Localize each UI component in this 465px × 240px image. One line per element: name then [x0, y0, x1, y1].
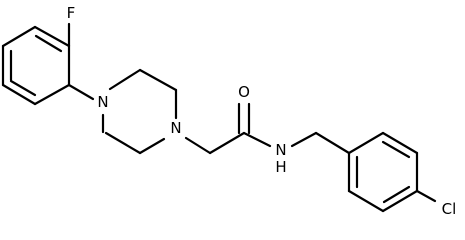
double-bond	[9, 79, 37, 97]
bond	[108, 68, 142, 91]
bond	[138, 68, 178, 92]
bond	[381, 131, 419, 155]
bond	[104, 131, 142, 155]
bond	[290, 131, 318, 148]
bond	[415, 189, 437, 203]
oxygen-label: O	[238, 83, 250, 101]
fluorine-label: F	[67, 4, 76, 22]
bond	[67, 83, 95, 101]
bond	[1, 83, 37, 106]
bond	[314, 131, 351, 155]
bond	[242, 131, 272, 148]
double-bond	[381, 140, 411, 159]
molecule-diagram: F N N O N H Cl	[1, 4, 457, 218]
chlorophenyl-ring	[347, 131, 419, 213]
amide-nitrogen-label: N	[275, 141, 286, 159]
bond	[1, 25, 37, 48]
double-bond	[382, 185, 411, 204]
bond	[381, 189, 419, 213]
double-bond	[34, 34, 63, 53]
fluorophenyl-ring	[1, 25, 71, 106]
bond	[138, 137, 166, 155]
aryl-nitrogen-label: N	[97, 93, 108, 111]
piperazine-ring	[101, 68, 178, 155]
bond	[33, 83, 71, 106]
structure-canvas: F N N O N H Cl	[1, 4, 457, 218]
bond	[184, 136, 212, 155]
chlorine-label: Cl	[442, 200, 457, 218]
bond	[347, 189, 385, 213]
bond	[208, 131, 246, 155]
amide-hydrogen-label: H	[275, 158, 286, 176]
bond	[347, 131, 385, 155]
bond	[33, 25, 71, 48]
alkyl-nitrogen-label: N	[170, 119, 181, 137]
